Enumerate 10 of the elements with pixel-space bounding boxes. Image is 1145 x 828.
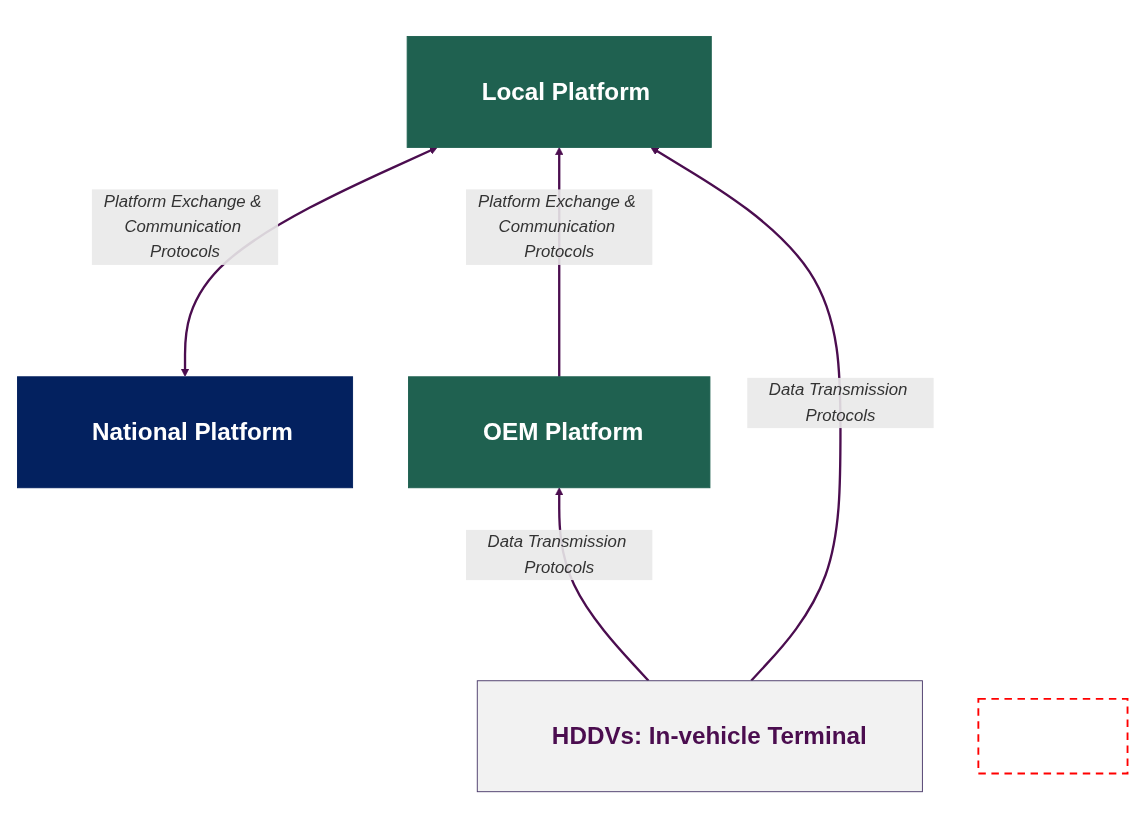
node-box: Local Platform	[406, 35, 712, 148]
edge-label: Platform Exchange & Communication Protocols	[103, 192, 262, 262]
node-box: OEM Platform	[408, 376, 711, 489]
arrow	[650, 146, 842, 682]
node-box	[977, 697, 1129, 775]
edge-label: Data Transmission Protocols	[768, 380, 908, 425]
edge-label: Platform Exchange & Communication Protocols	[478, 192, 636, 262]
edge-label: Data Transmission Protocols	[487, 532, 627, 577]
node-box: National Platform	[17, 376, 354, 489]
node-box: HDDVs: In-vehicle Terminal	[476, 680, 923, 793]
